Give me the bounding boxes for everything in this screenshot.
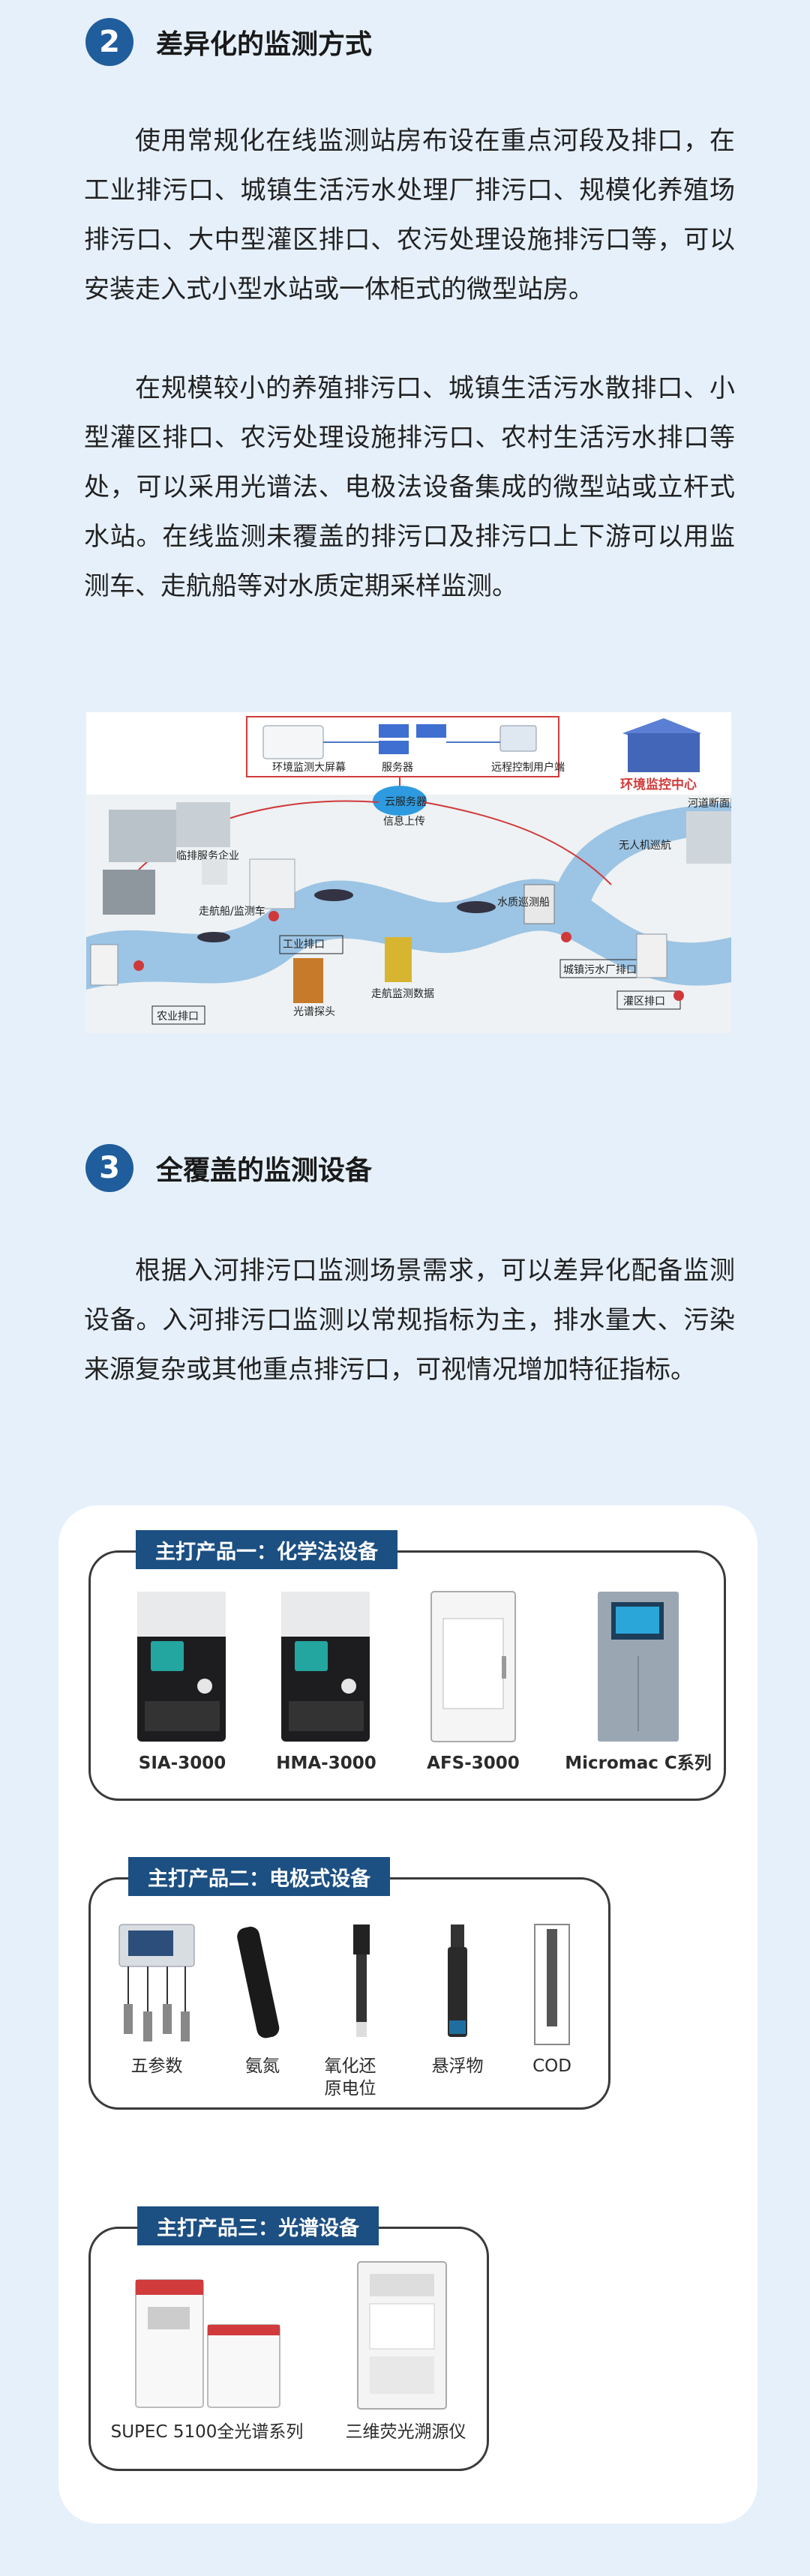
server-icon — [379, 741, 409, 754]
center-label: 环境监控中心 — [620, 777, 697, 792]
product-sia-3000 — [130, 1589, 235, 1746]
river-shape — [86, 879, 731, 990]
vehicle-photo — [103, 870, 155, 915]
river-station-photo — [686, 811, 731, 864]
product-label: COD — [532, 2056, 572, 2076]
outlet-marker — [268, 911, 279, 921]
server-icon — [379, 724, 409, 738]
micro-station-icon — [636, 933, 668, 978]
station-label: 河道断面监测 — [688, 798, 731, 810]
product-suspended — [424, 1922, 491, 2049]
cabinet-icon — [598, 1592, 679, 1742]
paragraph: 根据入河排污口监测场景需求，可以差异化配备监测设备。入河排污口监测以常规指标为主… — [84, 1256, 735, 1385]
server-screen-label: 环境监测大屏幕 — [272, 762, 346, 774]
product-label: SIA-3000 — [138, 1754, 226, 1773]
cloud-icon — [373, 786, 427, 816]
boat-icon — [314, 889, 353, 901]
product-group-chemical: 主打产品一：化学法设备 SIA-3000 HMA-3000 — [88, 1530, 726, 1801]
industrial-outlet-label: 工业排口 — [283, 939, 325, 951]
upload-label: 信息上传 — [383, 815, 425, 828]
urban-outlet-label: 城镇污水厂排口 — [563, 964, 637, 976]
outlet-marker — [561, 932, 572, 942]
irrigation-outlet-label: 灌区排口 — [623, 996, 665, 1008]
boat-label: 水质巡测船 — [497, 897, 550, 909]
drone-label: 无人机巡航 — [619, 840, 671, 852]
sensor-icon — [353, 1925, 370, 2037]
section-number-badge: 2 — [86, 18, 134, 66]
sensor-icon — [448, 1925, 467, 2037]
product-3d-fluorescence — [353, 2259, 451, 2416]
section-3-header: 3 全覆盖的监测设备 — [86, 1144, 372, 1192]
sensor-icon — [237, 1926, 280, 2038]
product-label: HMA-3000 — [276, 1754, 376, 1773]
boat-icon — [197, 932, 230, 942]
spectrometer-icon — [135, 2279, 280, 2408]
products-card: 主打产品一：化学法设备 SIA-3000 HMA-3000 — [58, 1505, 758, 2524]
laptop-icon — [500, 725, 537, 752]
section-title: 差异化的监测方式 — [156, 29, 373, 60]
rural-outlet-label: 农业排口 — [157, 1011, 199, 1023]
cabinet-station-icon — [249, 858, 296, 909]
truck-label: 走航船/监测车 — [199, 905, 266, 918]
data-flow-arrow — [423, 801, 612, 885]
product-label: SUPEC 5100全光谱系列 — [110, 2422, 304, 2442]
product-label: 五参数 — [130, 2056, 183, 2076]
product-label: AFS-3000 — [427, 1754, 520, 1773]
section-2-header: 2 差异化的监测方式 — [86, 18, 372, 66]
product-label: 氧化还原电位 — [324, 2056, 376, 2098]
product-label: Micromac C系列 — [565, 1754, 712, 1773]
outlet-marker — [674, 990, 684, 1001]
sensor-icon — [534, 1924, 570, 2045]
group-title: 主打产品一：化学法设备 — [136, 1530, 398, 1569]
probe-label: 光谱探头 — [293, 1006, 335, 1018]
analyzer-icon — [281, 1592, 370, 1742]
section-number-badge: 3 — [86, 1144, 134, 1192]
product-cod — [518, 1922, 586, 2049]
analyzer-icon — [137, 1592, 226, 1742]
product-label: 三维荧光溯源仪 — [345, 2422, 466, 2442]
fluorescence-analyzer-icon — [357, 2261, 447, 2410]
probe-photo — [293, 958, 323, 1003]
product-group-electrode: 主打产品二：电极式设备 五参数 氨氮 — [88, 1857, 610, 2110]
rural-station-icon — [90, 944, 118, 986]
product-micromac-c — [586, 1589, 691, 1746]
group-title: 主打产品二：电极式设备 — [128, 1857, 390, 1896]
control-box — [246, 716, 560, 777]
buoy-station-icon — [524, 884, 555, 924]
product-orp — [328, 1922, 395, 2049]
group-title: 主打产品三：光谱设备 — [137, 2206, 379, 2245]
monitor-screen-icon — [262, 725, 324, 759]
monitoring-network-diagram: 环境监测大屏幕 服务器 远程控制用户端 环境监控中心 云服务器 信息上传 临排服… — [86, 712, 731, 1033]
product-ammonia — [229, 1922, 296, 2049]
truck-photo — [109, 810, 176, 862]
heatmap-image — [385, 937, 412, 982]
cabinet-icon — [430, 1591, 516, 1742]
product-group-spectral: 主打产品三：光谱设备 SUPEC 5100全光谱系列 三维荧光溯源仪 — [88, 2206, 489, 2471]
server-label: 服务器 — [382, 762, 413, 774]
sensor-icon — [118, 1924, 195, 2041]
boat-icon — [457, 901, 496, 913]
heatmap-label: 走航监测数据 — [371, 988, 434, 1000]
product-label: 悬浮物 — [431, 2056, 484, 2076]
product-supec-5100 — [133, 2277, 283, 2412]
paragraph: 在规模较小的养殖排污口、城镇生活污水散排口、小型灌区排口、农污处理设施排污口、农… — [84, 373, 735, 601]
product-hma-3000 — [274, 1589, 379, 1746]
cloud-label: 云服务器 — [385, 796, 427, 808]
paragraph: 使用常规化在线监测站房布设在重点河段及排口，在工业排污口、城镇生活污水处理厂排污… — [84, 126, 735, 304]
outlet-marker — [134, 960, 144, 971]
diagram-svg: 环境监测大屏幕 服务器 远程控制用户端 环境监控中心 云服务器 信息上传 临排服… — [86, 716, 731, 1033]
product-five-param — [112, 1922, 202, 2049]
remote-client-label: 远程控制用户端 — [491, 761, 565, 774]
product-label: 氨氮 — [245, 2056, 280, 2076]
enterprise-label: 临排服务企业 — [176, 849, 239, 862]
enterprise-photo — [176, 802, 230, 847]
server-icon — [416, 724, 446, 738]
section-title: 全覆盖的监测设备 — [156, 1155, 373, 1186]
product-afs-3000 — [421, 1589, 526, 1746]
